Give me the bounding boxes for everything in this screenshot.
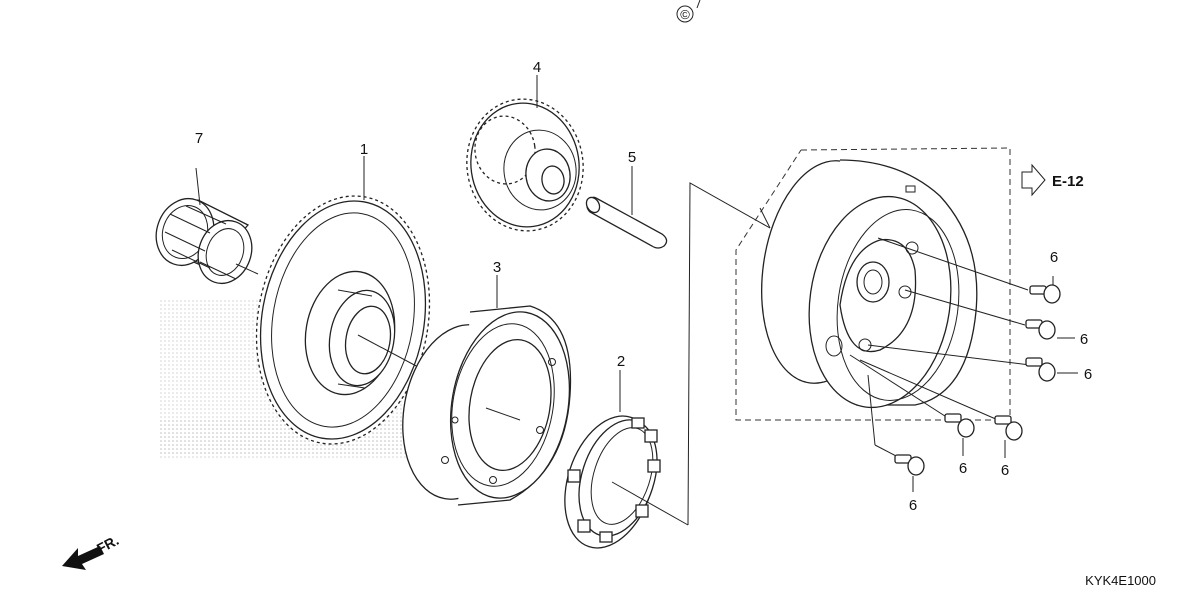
callout-6-a: 6 [1050, 249, 1058, 266]
part-3-starter-clutch-outer [402, 275, 572, 506]
bolt-5 [994, 415, 1023, 458]
bolt-4 [944, 413, 975, 456]
callout-5: 5 [628, 149, 636, 166]
callout-4: 4 [533, 59, 541, 76]
reference-label: E-12 [1052, 173, 1084, 190]
diagram-code: KYK4E1000 [1085, 573, 1156, 588]
outline-arrow-right-icon [1021, 163, 1046, 197]
reference-e12: E-12 [1021, 163, 1084, 197]
callout-6-d: 6 [959, 460, 967, 477]
part-4-reduction-gear [466, 75, 584, 232]
part-7-needle-bearing [155, 167, 259, 285]
front-direction-indicator: FR. [62, 532, 121, 570]
callout-2: 2 [617, 353, 625, 370]
bolt-2 [1025, 319, 1075, 340]
bolt-6 [894, 454, 925, 492]
copyright-mark: © [676, 0, 701, 23]
bolt-3 [1025, 357, 1078, 382]
callout-7: 7 [195, 130, 203, 147]
part-1-starter-driven-gear [255, 156, 431, 445]
front-direction-arrow-icon [62, 546, 104, 570]
copyright-symbol: © [680, 7, 690, 22]
callout-3: 3 [493, 259, 501, 276]
part-5-gear-shaft [585, 166, 668, 249]
part-2-one-way-clutch [564, 370, 689, 549]
flywheel-assembly [735, 147, 1031, 459]
bolt-1 [1029, 276, 1061, 304]
callout-6-e: 6 [1001, 462, 1009, 479]
callout-1: 1 [360, 141, 368, 158]
callout-6-b: 6 [1080, 331, 1088, 348]
callout-6-c: 6 [1084, 366, 1092, 383]
assembly-centerline [687, 182, 771, 526]
callout-6-f: 6 [909, 497, 917, 514]
